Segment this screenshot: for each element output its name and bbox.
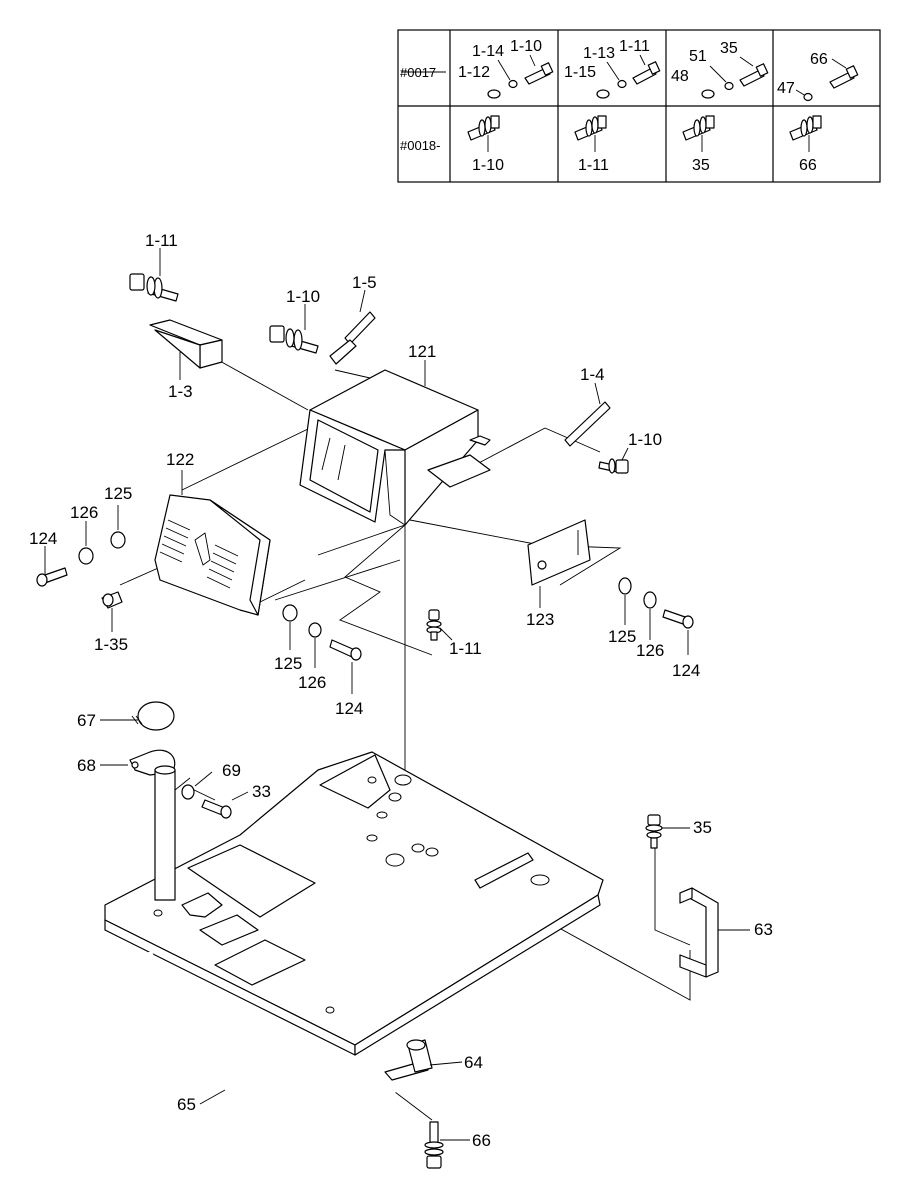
part-labels: 1-11 1-10 1-5 121 1-3 1-4 1-10 122 125 1… bbox=[29, 231, 773, 1150]
label-1-4: 1-4 bbox=[580, 365, 605, 384]
label-126-left: 126 bbox=[70, 503, 98, 522]
table-label: 1-10 bbox=[510, 38, 542, 55]
label-1-35: 1-35 bbox=[94, 635, 128, 654]
label-121: 121 bbox=[408, 342, 436, 361]
table-label: 51 bbox=[689, 48, 707, 65]
label-124-left: 124 bbox=[29, 529, 57, 548]
washer-125-mid bbox=[282, 604, 298, 622]
washer-126-mid bbox=[308, 622, 322, 638]
bracket-1-5 bbox=[329, 311, 376, 365]
label-63: 63 bbox=[754, 920, 773, 939]
label-33: 33 bbox=[252, 782, 271, 801]
panel-122 bbox=[154, 494, 271, 616]
washer-125-left bbox=[110, 531, 126, 549]
label-1-10-right: 1-10 bbox=[628, 430, 662, 449]
table-label: 1-15 bbox=[564, 64, 596, 81]
label-124-right: 124 bbox=[672, 661, 700, 680]
bolt-1-11-top bbox=[129, 273, 179, 302]
handrail-65 bbox=[146, 951, 404, 1132]
floor-plate bbox=[104, 751, 604, 1056]
table-label: 35 bbox=[692, 157, 710, 174]
label-125-mid: 125 bbox=[274, 654, 302, 673]
table-label: 66 bbox=[810, 51, 828, 68]
label-35: 35 bbox=[693, 818, 712, 837]
label-1-3: 1-3 bbox=[168, 382, 193, 401]
label-125-right: 125 bbox=[608, 627, 636, 646]
row-label-0017: #0017 bbox=[400, 65, 436, 80]
bolt-124-left bbox=[36, 567, 68, 587]
label-1-11-top: 1-11 bbox=[145, 231, 178, 250]
table-label: 48 bbox=[671, 68, 689, 85]
bolt-124-mid bbox=[329, 639, 362, 661]
label-124-mid: 124 bbox=[335, 699, 363, 718]
table-label: 1-10 bbox=[472, 157, 504, 174]
table-label: 35 bbox=[720, 40, 738, 57]
label-64: 64 bbox=[464, 1053, 483, 1072]
washer-69 bbox=[181, 784, 195, 800]
table-label: 1-11 bbox=[619, 38, 650, 55]
cover-box-121 bbox=[299, 369, 491, 526]
table-label: 1-12 bbox=[458, 64, 490, 81]
label-68: 68 bbox=[77, 756, 96, 775]
bracket-1-4 bbox=[564, 401, 611, 447]
row-label-0018: #0018- bbox=[400, 138, 440, 153]
table-label: 66 bbox=[799, 157, 817, 174]
table-label: 1-11 bbox=[578, 157, 609, 174]
clamp-67 bbox=[100, 701, 175, 731]
plate-holes bbox=[153, 774, 550, 1014]
bolt-1-11-mid bbox=[426, 609, 442, 641]
label-1-10-top: 1-10 bbox=[286, 287, 320, 306]
clip-1-35 bbox=[101, 591, 123, 609]
label-66: 66 bbox=[472, 1131, 491, 1150]
label-69: 69 bbox=[222, 761, 241, 780]
label-123: 123 bbox=[526, 610, 554, 629]
bolt-1-10-right bbox=[598, 458, 629, 474]
bolt-35-right bbox=[645, 814, 663, 849]
label-126-right: 126 bbox=[636, 641, 664, 660]
table-label: 1-13 bbox=[583, 45, 615, 62]
bolt-124-right bbox=[662, 609, 694, 629]
bracket-1-3 bbox=[149, 319, 223, 369]
table-label: 47 bbox=[777, 80, 795, 97]
washer-126-right bbox=[643, 591, 657, 609]
bolt-66-bottom bbox=[424, 1121, 444, 1169]
bolt-1-10-top bbox=[269, 325, 319, 354]
bracket-63 bbox=[679, 887, 719, 978]
washer-125-right bbox=[618, 577, 632, 595]
label-122: 122 bbox=[166, 450, 194, 469]
label-125-left: 125 bbox=[104, 484, 132, 503]
bracket-64 bbox=[384, 1039, 433, 1081]
label-1-5: 1-5 bbox=[352, 273, 377, 292]
label-126-mid: 126 bbox=[298, 673, 326, 692]
label-67: 67 bbox=[77, 711, 96, 730]
washer-126-left bbox=[78, 547, 94, 565]
label-65: 65 bbox=[177, 1095, 196, 1114]
bolt-33 bbox=[201, 799, 232, 819]
variant-table: #0017 #0018- 1-14 1-10 1-12 1-13 1-11 1-… bbox=[397, 29, 881, 183]
table-label: 1-14 bbox=[472, 43, 504, 60]
panel-123 bbox=[527, 519, 591, 586]
label-1-11-mid: 1-11 bbox=[449, 639, 482, 658]
